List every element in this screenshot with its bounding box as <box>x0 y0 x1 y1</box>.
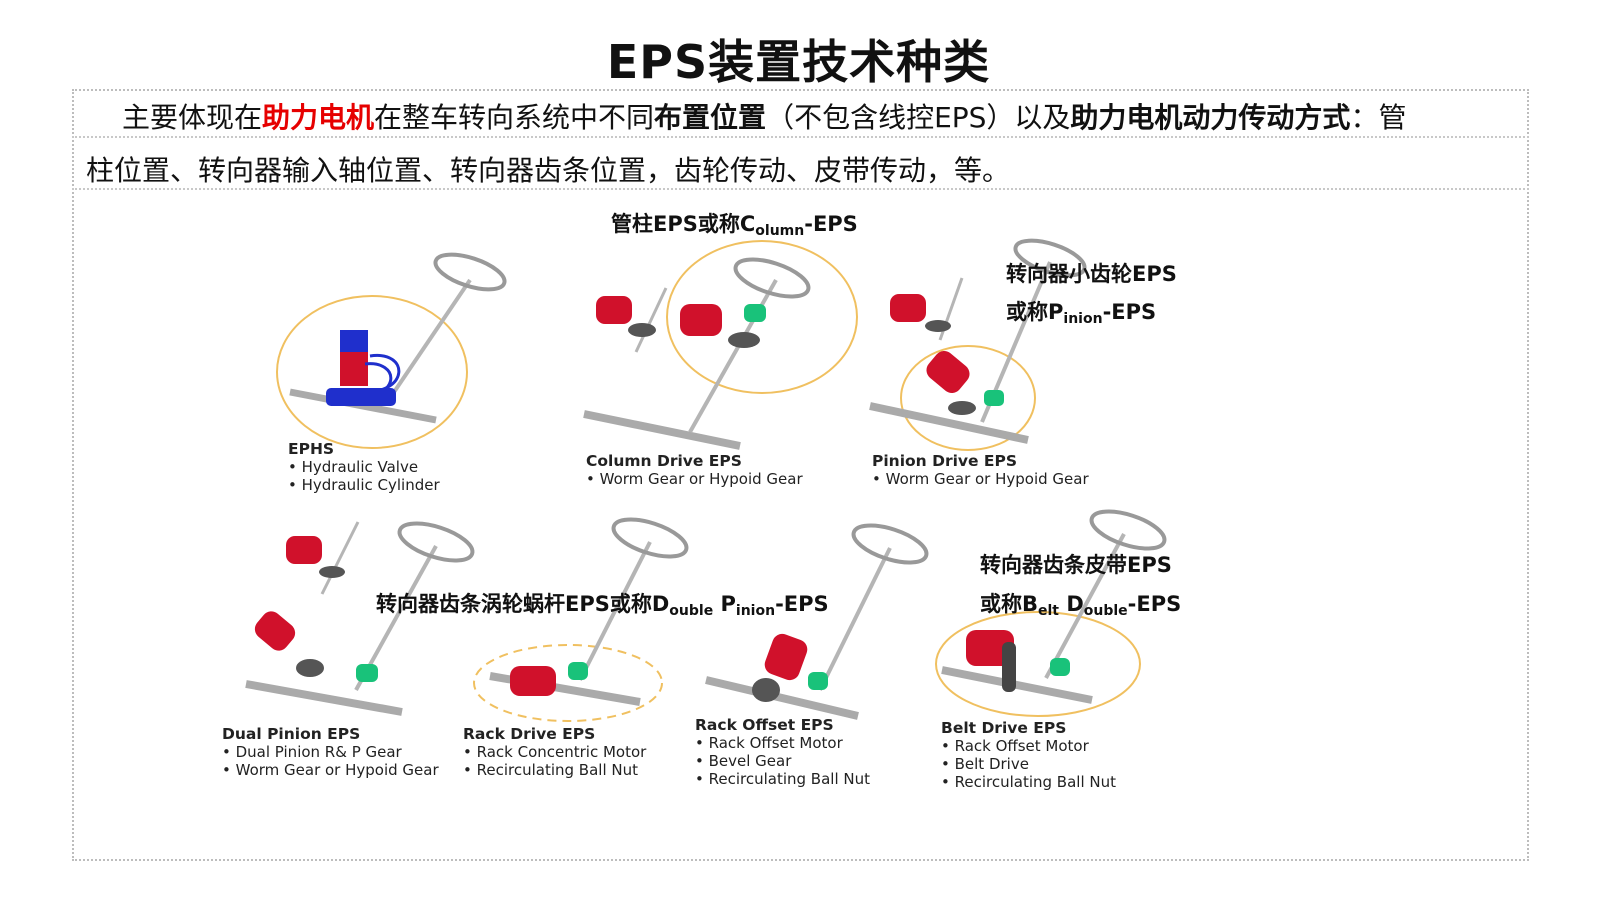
intro-text: 主要体现在 <box>122 101 263 134</box>
caption-ephs: EPHS • Hydraulic Valve • Hydraulic Cylin… <box>288 440 440 494</box>
annotation-double-pinion-eps: 转向器齿条涡轮蜗杆EPS或称Double Pinion-EPS <box>376 592 829 619</box>
diagram-pinion <box>869 238 1087 444</box>
caption-rack-drive: Rack Drive EPS • Rack Concentric Motor •… <box>463 725 647 779</box>
diagram-column <box>583 257 811 450</box>
diagram-rack-offset <box>705 523 929 720</box>
caption-rack-offset: Rack Offset EPS • Rack Offset Motor • Be… <box>695 716 870 788</box>
page-title: EPS装置技术种类 <box>606 35 991 89</box>
intro-emphasis-position: 布置位置 <box>654 101 767 134</box>
annotation-belt-eps-line1: 转向器齿条皮带EPS <box>980 553 1172 577</box>
intro-emphasis-motor: 助力电机 <box>262 101 375 134</box>
diagram-dual-pinion <box>245 521 475 716</box>
intro-divider-2 <box>72 188 1529 190</box>
caption-dual-pinion: Dual Pinion EPS • Dual Pinion R& P Gear … <box>222 725 439 779</box>
diagram-belt <box>941 509 1167 704</box>
intro-divider-1 <box>72 136 1529 138</box>
content-frame <box>72 89 1529 861</box>
caption-column-drive: Column Drive EPS • Worm Gear or Hypoid G… <box>586 452 803 488</box>
highlight-ephs <box>276 295 468 449</box>
highlight-rack <box>473 644 663 722</box>
annotation-column-eps: 管柱EPS或称Column-EPS <box>611 212 858 239</box>
highlight-column <box>666 240 858 394</box>
intro-text: ：管 <box>1350 101 1407 134</box>
diagram-ephs <box>289 252 507 424</box>
diagram-rack-drive <box>489 517 689 706</box>
caption-belt-drive: Belt Drive EPS • Rack Offset Motor • Bel… <box>941 719 1116 791</box>
intro-line-1: 主要体现在助力电机在整车转向系统中不同布置位置（不包含线控EPS）以及助力电机动… <box>122 96 1406 136</box>
highlight-pinion <box>900 345 1036 451</box>
annotation-pinion-eps-line1: 转向器小齿轮EPS <box>1006 262 1177 286</box>
intro-text: 在整车转向系统中不同 <box>374 101 655 134</box>
annotation-pinion-eps-line2: 或称Pinion-EPS <box>1006 300 1157 327</box>
annotation-belt-eps-line2: 或称Belt Double-EPS <box>980 592 1182 619</box>
intro-line-2: 柱位置、转向器输入轴位置、转向器齿条位置，齿轮传动、皮带传动，等。 <box>86 154 1011 187</box>
caption-pinion-drive: Pinion Drive EPS • Worm Gear or Hypoid G… <box>872 452 1089 488</box>
highlight-belt <box>935 611 1141 717</box>
intro-text: （不包含线控EPS）以及 <box>766 101 1071 134</box>
intro-emphasis-transmission: 助力电机动力传动方式 <box>1070 101 1351 134</box>
